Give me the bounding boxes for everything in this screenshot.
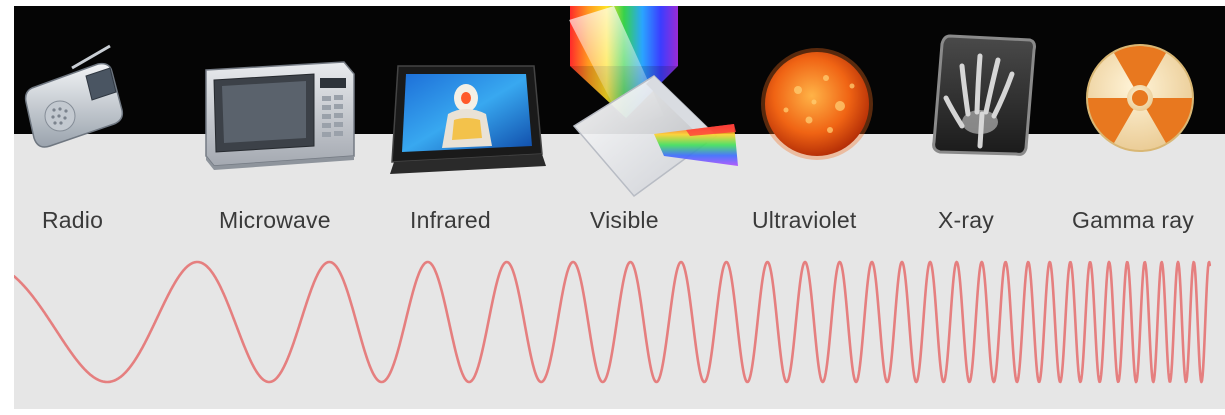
band-label-radio: Radio [42, 207, 104, 233]
microwave-oven-icon [205, 61, 355, 170]
prism-icon [569, 6, 738, 198]
band-label-gamma-ray: Gamma ray [1072, 207, 1194, 233]
radio-icon [24, 44, 124, 148]
spectrum-illustration [14, 6, 1212, 384]
band-label-infrared: Infrared [410, 207, 491, 233]
sun-icon [761, 48, 873, 160]
band-label-microwave: Microwave [219, 207, 331, 233]
xray-hand-icon [932, 34, 1036, 156]
band-label-ultraviolet: Ultraviolet [752, 207, 857, 233]
band-label-visible: Visible [590, 207, 659, 233]
radiation-icon [1086, 44, 1194, 152]
spectrum-panel: Radio Microwave Infrared Visible Ultravi… [14, 6, 1225, 409]
electromagnetic-wave [14, 260, 1212, 384]
thermal-monitor-icon [390, 65, 546, 174]
band-label-xray: X-ray [938, 207, 994, 233]
